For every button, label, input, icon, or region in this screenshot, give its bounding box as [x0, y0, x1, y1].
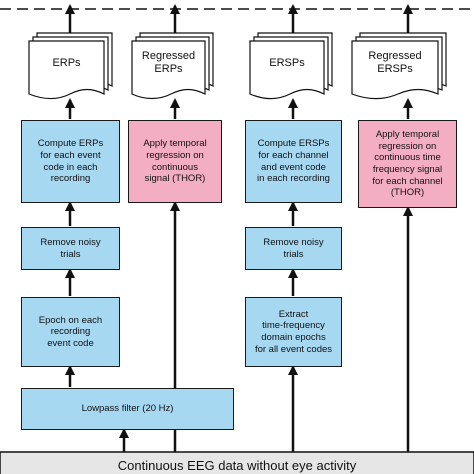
remove-noisy-trials-box-left: Remove noisy trials	[21, 227, 120, 270]
epoch-box: Epoch on each recording event code	[21, 297, 120, 367]
regressed-ersps-document-label: Regressed ERSPs	[368, 50, 422, 75]
regressed-erps-document-label: Regressed ERPs	[141, 50, 196, 75]
extract-tf-epochs-box: Extract time-frequency domain epochs for…	[245, 297, 342, 367]
eeg-data-bar	[0, 451, 474, 474]
eeg-data-label: Continuous EEG data without eye activity	[117, 458, 357, 473]
compute-ersps-box: Compute ERSPs for each channel and event…	[245, 120, 342, 203]
apply-temporal-regression-box: Apply temporal regression on continuous …	[128, 120, 222, 203]
apply-tf-regression-box: Apply temporal regression on continuous …	[358, 120, 457, 208]
regressed-erps-document-icon	[131, 32, 214, 100]
remove-noisy-trials-box-right: Remove noisy trials	[245, 227, 342, 270]
ersps-document-icon	[249, 32, 333, 100]
regressed-ersps-document-icon	[351, 32, 447, 100]
lowpass-filter-box: Lowpass filter (20 Hz)	[21, 388, 234, 430]
compute-erps-box: Compute ERPs for each event code in each…	[21, 120, 120, 203]
erps-document-icon	[28, 32, 113, 100]
erps-document-label: ERPs	[52, 56, 81, 69]
ersps-document-label: ERSPs	[269, 56, 305, 69]
